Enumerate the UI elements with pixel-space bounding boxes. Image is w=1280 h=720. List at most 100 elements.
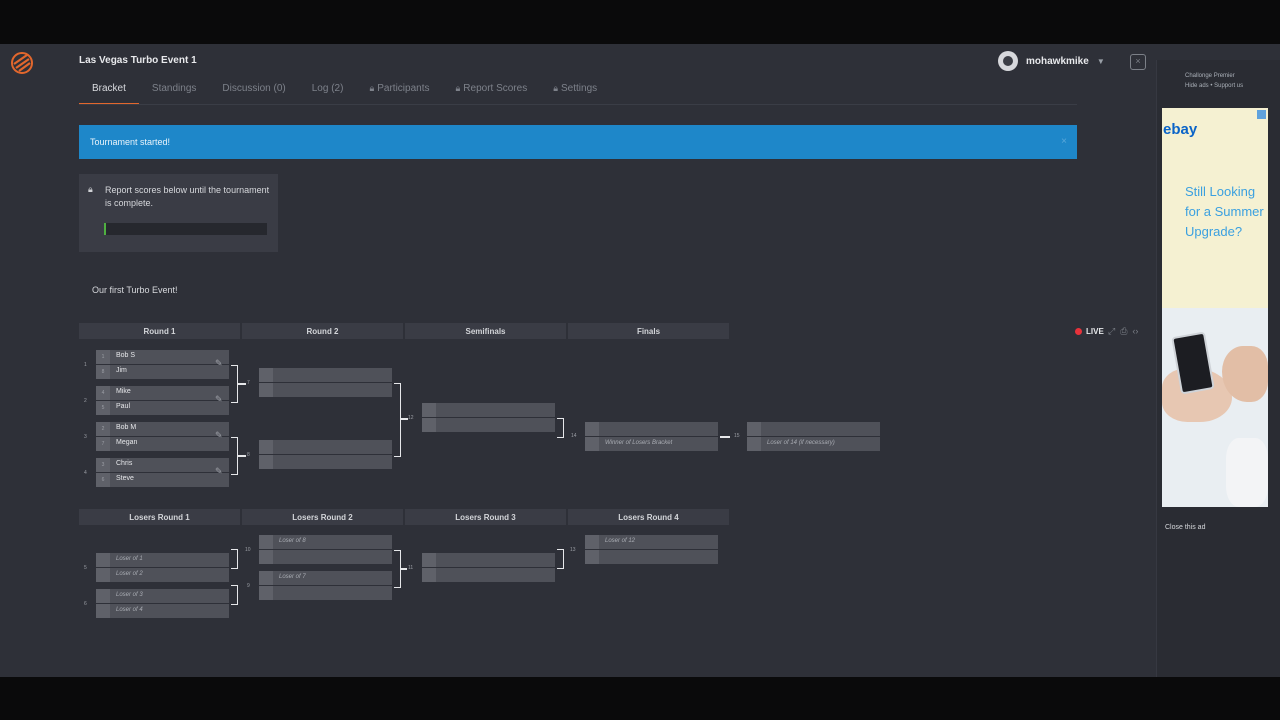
match-slot[interactable]: [422, 568, 555, 582]
tab-bracket[interactable]: Bracket: [79, 78, 139, 105]
match-card[interactable]: [422, 553, 555, 583]
match-slot[interactable]: [422, 403, 555, 417]
participant-name: Chris: [116, 460, 133, 467]
match-slot[interactable]: [259, 440, 392, 454]
user-menu[interactable]: mohawkmike ▼: [998, 50, 1105, 72]
seed: [747, 437, 761, 451]
seed: 2: [96, 422, 110, 436]
tab-discussion[interactable]: Discussion (0): [209, 78, 298, 105]
match-slot[interactable]: Loser of 3: [96, 589, 229, 603]
round-header: Losers Round 4: [568, 509, 729, 525]
ad-brand-logo: ebay: [1163, 121, 1198, 138]
match-card[interactable]: Loser of 14 (if necessary): [747, 422, 880, 452]
edit-score-icon[interactable]: ✎: [215, 430, 223, 440]
match-slot[interactable]: [259, 550, 392, 564]
participant-placeholder: Loser of 1: [116, 556, 143, 562]
match-number: 3: [84, 434, 87, 440]
match-slot[interactable]: Loser of 14 (if necessary): [747, 437, 880, 451]
seed: [585, 550, 599, 564]
challonge-logo-icon[interactable]: [10, 50, 34, 74]
advertisement[interactable]: ebay Still Looking for a Summer Upgrade?: [1162, 108, 1268, 507]
seed: [422, 568, 436, 582]
edit-score-icon[interactable]: ✎: [215, 466, 223, 476]
match-slot[interactable]: [259, 586, 392, 600]
alert-close-icon[interactable]: ×: [1061, 136, 1067, 147]
tab-report-scores[interactable]: 🔒︎Report Scores: [442, 78, 540, 105]
fullscreen-icon[interactable]: ⤢: [1108, 326, 1116, 336]
match-slot[interactable]: [259, 383, 392, 397]
bracket-connector: [237, 383, 246, 385]
ad-choices-icon[interactable]: [1257, 110, 1266, 119]
participant-name: Mike: [116, 388, 131, 395]
match-slot[interactable]: Loser of 7: [259, 571, 392, 585]
match-card[interactable]: Loser of 1 Loser of 2: [96, 553, 229, 583]
seed: 4: [96, 386, 110, 400]
match-card[interactable]: Loser of 12: [585, 535, 718, 565]
edit-score-icon[interactable]: ✎: [215, 394, 223, 404]
progress-fill: [104, 223, 106, 235]
match-slot[interactable]: Loser of 1: [96, 553, 229, 567]
round-label: Losers Round 3: [455, 513, 516, 522]
match-slot[interactable]: Loser of 12: [585, 535, 718, 549]
seed: [259, 586, 273, 600]
match-slot[interactable]: Loser of 4: [96, 604, 229, 618]
seed: [585, 437, 599, 451]
match-card[interactable]: Winner of Losers Bracket: [585, 422, 718, 452]
ad-sidebar: Challonge Premier Hide ads • Support us …: [1156, 60, 1280, 677]
match-slot[interactable]: Loser of 8: [259, 535, 392, 549]
embed-icon[interactable]: ‹›: [1132, 326, 1139, 336]
match-slot[interactable]: [259, 455, 392, 469]
match-slot[interactable]: 4 Mike: [96, 386, 229, 400]
round-label: Round 2: [306, 327, 339, 336]
tab-log[interactable]: Log (2): [299, 78, 357, 105]
lock-icon: 🔒︎: [369, 83, 375, 93]
match-card[interactable]: [259, 440, 392, 470]
hide-ads-link[interactable]: Hide ads • Support us: [1185, 83, 1244, 89]
match-slot[interactable]: [422, 553, 555, 567]
match-slot[interactable]: [422, 418, 555, 432]
match-slot[interactable]: [585, 550, 718, 564]
live-indicator[interactable]: LIVE: [1075, 327, 1104, 336]
alert-text: Tournament started!: [90, 137, 171, 147]
seed: [259, 383, 273, 397]
round-header: Losers Round 1: [79, 509, 240, 525]
match-slot[interactable]: [747, 422, 880, 436]
close-ad-link[interactable]: Close this ad: [1165, 524, 1206, 531]
tab-participants[interactable]: 🔒︎Participants: [356, 78, 442, 105]
match-card[interactable]: Loser of 7: [259, 571, 392, 601]
participant-placeholder: Loser of 8: [279, 538, 306, 544]
match-slot[interactable]: Winner of Losers Bracket: [585, 437, 718, 451]
participant-placeholder: Loser of 2: [116, 571, 143, 577]
round-label: Semifinals: [465, 327, 506, 336]
match-card[interactable]: Loser of 3 Loser of 4: [96, 589, 229, 619]
match-card[interactable]: Loser of 8: [259, 535, 392, 565]
match-slot[interactable]: [585, 422, 718, 436]
seed: 8: [96, 365, 110, 379]
tab-label: Participants: [377, 83, 430, 94]
match-card[interactable]: [259, 368, 392, 398]
print-icon[interactable]: ⎙: [1120, 326, 1128, 336]
lock-icon: 🔒︎: [455, 83, 461, 93]
match-slot[interactable]: Loser of 2: [96, 568, 229, 582]
bracket-connector: [400, 418, 408, 420]
close-icon[interactable]: ×: [1130, 54, 1146, 70]
match-card[interactable]: [422, 403, 555, 433]
tab-standings[interactable]: Standings: [139, 78, 209, 105]
premier-link[interactable]: Challonge Premier: [1185, 73, 1235, 79]
match-slot[interactable]: [259, 368, 392, 382]
lock-icon: 🔒︎: [553, 83, 558, 93]
seed: 6: [96, 473, 110, 487]
edit-score-icon[interactable]: ✎: [215, 358, 223, 368]
tab-settings[interactable]: 🔒︎Settings: [540, 78, 610, 105]
